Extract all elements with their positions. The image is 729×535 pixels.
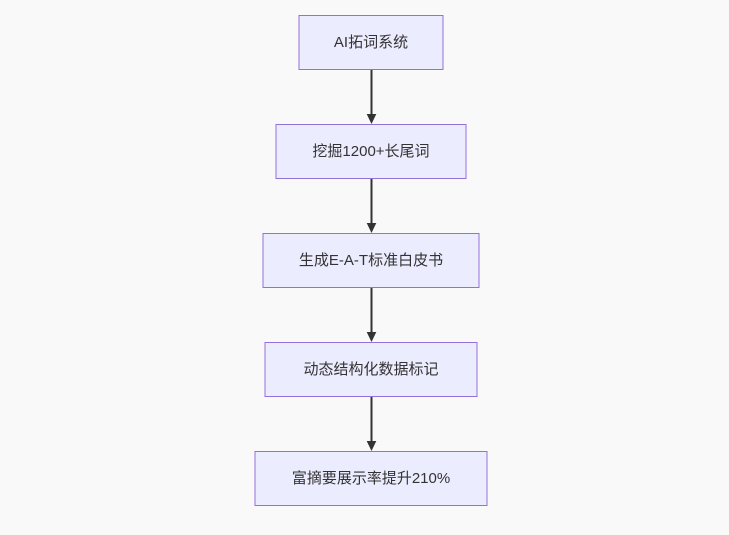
flow-node-eat-whitepaper: 生成E-A-T标准白皮书 <box>262 233 480 288</box>
flow-node-ai-keyword-system: AI拓词系统 <box>298 15 444 70</box>
arrow-down-icon <box>366 288 376 342</box>
flowchart-column: AI拓词系统 挖掘1200+长尾词 生成E-A-T标准白皮书 动态结构化数据标记 <box>254 15 488 506</box>
flow-arrow-2 <box>364 179 378 233</box>
flow-node-structured-data-markup: 动态结构化数据标记 <box>264 342 478 397</box>
arrow-down-icon <box>366 397 376 451</box>
flow-arrow-3 <box>364 288 378 342</box>
arrow-down-icon <box>366 179 376 233</box>
flow-arrow-4 <box>364 397 378 451</box>
arrow-down-icon <box>366 70 376 124</box>
flow-node-rich-snippet-result: 富摘要展示率提升210% <box>254 451 488 506</box>
flow-arrow-1 <box>364 70 378 124</box>
flow-node-longtail-mining: 挖掘1200+长尾词 <box>275 124 467 179</box>
